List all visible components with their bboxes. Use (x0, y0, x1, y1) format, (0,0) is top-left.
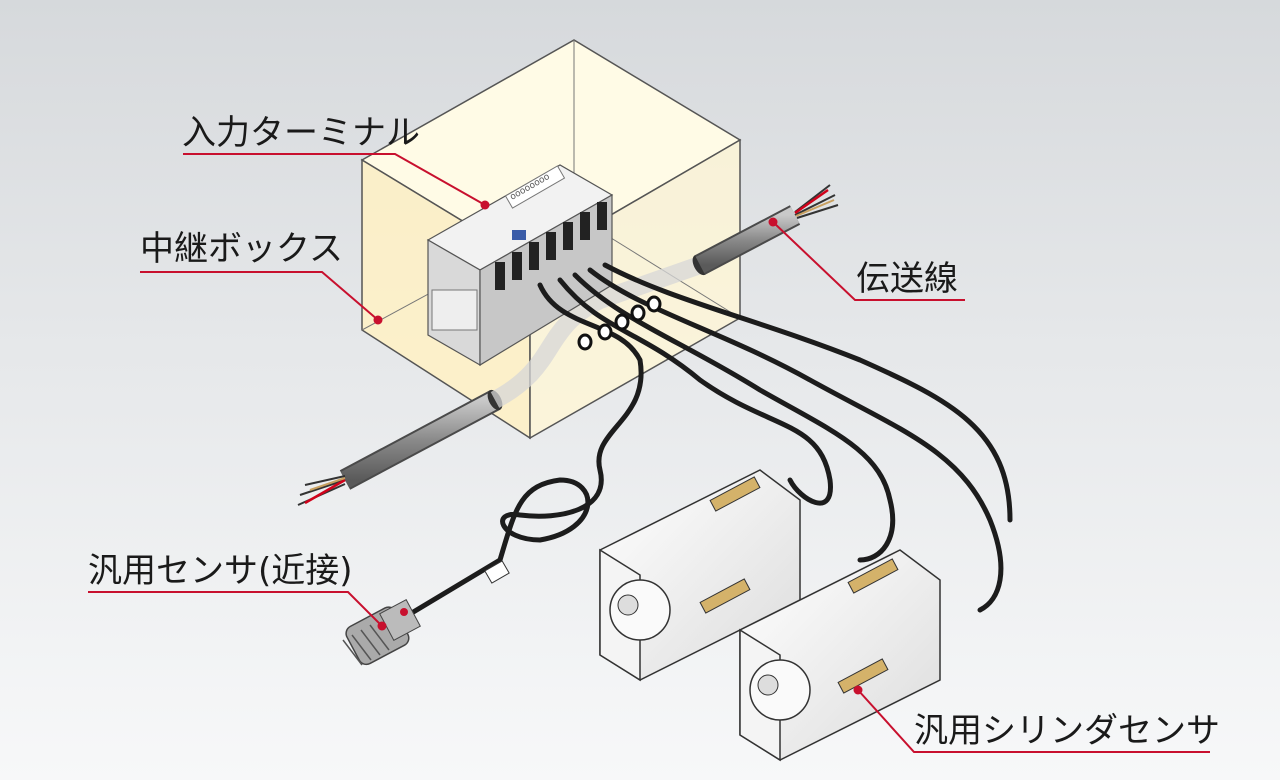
leader-dots (373, 200, 863, 695)
label-transmission-line: 伝送線 (856, 259, 958, 299)
leader-lines (88, 153, 1210, 753)
label-input-terminal: 入力ターミナル (182, 113, 420, 153)
leader-transmission-line (772, 221, 965, 301)
cable-grommets (577, 295, 662, 351)
leader-input-terminal (183, 153, 486, 206)
leader-cylinder-sensor (857, 689, 1210, 753)
input-terminal-device: oooooooo (426, 164, 614, 367)
label-relay-box: 中継ボックス (140, 229, 343, 269)
label-proximity-sensor: 汎用センサ(近接) (88, 551, 353, 591)
transmission-line-cable (297, 184, 839, 506)
label-cylinder-sensor: 汎用シリンダセンサ (914, 711, 1220, 751)
leader-relay-box (140, 271, 379, 321)
air-cylinder-1 (599, 469, 801, 682)
leader-proximity-sensor (88, 591, 383, 627)
air-cylinder-2 (739, 549, 941, 762)
proximity-sensor-device (342, 557, 510, 666)
